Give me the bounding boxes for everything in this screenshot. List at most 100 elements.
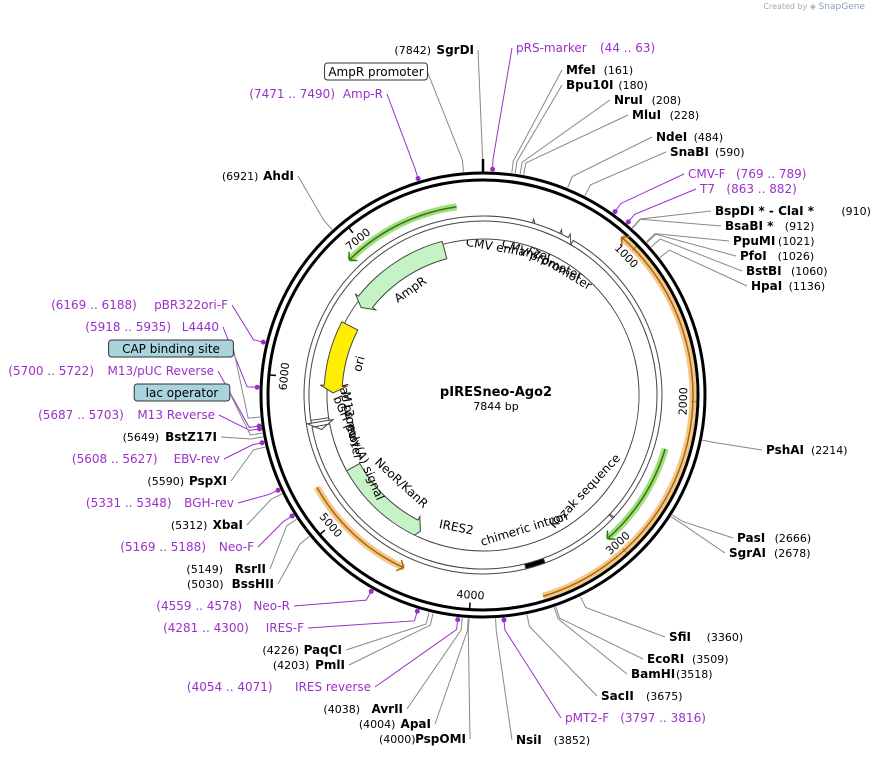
snapgene-logo-icon: ◈ bbox=[809, 2, 817, 11]
primer-pmt2-f-marker bbox=[501, 617, 507, 623]
feature-label-ori: ori bbox=[350, 355, 367, 374]
site-pasi: PasI (2666) bbox=[737, 531, 811, 545]
primer-amp-r-marker bbox=[415, 176, 421, 182]
feature-ori bbox=[320, 321, 359, 394]
site-avrii: AvrII(4038) bbox=[323, 702, 403, 716]
tick-label-2000: 2000 bbox=[676, 387, 690, 415]
site-mfei: MfeI(161) bbox=[566, 63, 633, 77]
primer-cmv-f-name: CMV-F bbox=[688, 167, 726, 181]
primer-ebv-rev-range: (5608 .. 5627) bbox=[72, 452, 158, 466]
site-pspomi: PspOMI(4000) bbox=[379, 732, 466, 746]
credit: Created by ◈ SnapGene bbox=[763, 2, 865, 12]
primer-prs-marker-marker bbox=[490, 166, 496, 172]
site-ecori-leader bbox=[555, 606, 644, 660]
site-mfei-pos: (161) bbox=[604, 64, 634, 77]
primer-t7: T7(863 .. 882) bbox=[625, 182, 797, 225]
primer-cmv-f-leader bbox=[613, 173, 685, 214]
site-avrii-leader bbox=[406, 617, 463, 710]
primer-t7-range: (863 .. 882) bbox=[726, 182, 796, 196]
primer-ebv-rev-name: EBV-rev bbox=[174, 452, 220, 466]
primer-ires-reverse-marker bbox=[455, 617, 461, 623]
site-xbai-name: XbaI bbox=[213, 518, 243, 532]
primer-amp-r: Amp-R(7471 .. 7490) bbox=[249, 87, 421, 182]
site-bamhi: BamHI(3518) bbox=[631, 667, 713, 681]
primer-prs-marker-name: pRS-marker bbox=[516, 41, 587, 55]
site-sgrdi: SgrDI (7842) bbox=[394, 43, 474, 57]
feature-label-ires2: IRES2 bbox=[438, 517, 475, 538]
site-sfii: SfiI(3360) bbox=[669, 630, 743, 644]
site-pfoi-pos: (1026) bbox=[778, 250, 815, 263]
credit-prefix: Created by bbox=[763, 2, 808, 11]
site-pshai-name: PshAI bbox=[766, 443, 804, 457]
site-ppumi-leader bbox=[646, 233, 730, 243]
primer-ires-reverse: IRES reverse (4054 .. 4071) bbox=[187, 617, 461, 694]
primer-cmv-f-marker bbox=[612, 209, 618, 215]
site-bsshii-pos: (5030) bbox=[187, 578, 224, 591]
primer-prs-marker-range: (44 .. 63) bbox=[600, 41, 655, 55]
primer-ebv-rev-leader bbox=[223, 441, 265, 460]
site-sgrai-pos: (2678) bbox=[774, 547, 811, 560]
site-pmli: PmlI(4203) bbox=[273, 658, 345, 672]
orf-arc-0 bbox=[542, 236, 694, 597]
site-nrui-leader bbox=[519, 99, 611, 175]
site-pasi-name: PasI bbox=[737, 531, 765, 545]
site-sgrdi-name: SgrDI bbox=[436, 43, 474, 57]
site-ppumi-pos: (1021) bbox=[778, 235, 815, 248]
site-ndei-leader bbox=[567, 136, 653, 188]
site-ppumi-name: PpuMI bbox=[733, 234, 775, 248]
site-bstbi-pos: (1060) bbox=[791, 265, 828, 278]
primer-amp-r-leader bbox=[386, 93, 420, 181]
primer-neo-f-leader bbox=[257, 514, 295, 548]
site-pmli-leader bbox=[348, 613, 434, 666]
site-bpu10i-pos: (180) bbox=[618, 79, 648, 92]
site-sfii-leader bbox=[580, 596, 666, 638]
primer-pbr322ori-f-range: (6169 .. 6188) bbox=[51, 298, 137, 312]
boxed-feature-lac-operator-leader bbox=[229, 392, 263, 436]
site-ecori-name: EcoRI bbox=[647, 652, 684, 666]
site-ahdi: AhdI(6921) bbox=[222, 169, 294, 183]
site-sacii-pos: (3675) bbox=[646, 690, 683, 703]
orf-arc-1 bbox=[316, 486, 404, 569]
site-ndei-pos: (484) bbox=[694, 131, 724, 144]
primer-neo-r-name: Neo-R bbox=[253, 599, 290, 613]
orf-arrows bbox=[313, 203, 697, 600]
site-bsabi-pos: (912) bbox=[785, 220, 815, 233]
site-pasi-pos: (2666) bbox=[775, 532, 812, 545]
primer-neo-f: Neo-F (5169 .. 5188) bbox=[120, 513, 295, 554]
site-pshai-leader bbox=[702, 439, 763, 451]
site-pfoi: PfoI(1026) bbox=[740, 249, 814, 263]
primer-ires-reverse-name: IRES reverse bbox=[295, 680, 371, 694]
site-ahdi-pos: (6921) bbox=[222, 170, 259, 183]
primer-pmt2-f-range: (3797 .. 3816) bbox=[620, 711, 706, 725]
site-bstz17i-name: BstZ17I bbox=[165, 430, 217, 444]
primer-neo-f-range: (5169 .. 5188) bbox=[120, 540, 206, 554]
site-rsrii: RsrII(5149) bbox=[186, 562, 266, 576]
site-nrui: NruI(208) bbox=[614, 93, 681, 107]
site-pspomi-leader bbox=[467, 618, 471, 740]
site-sgrai: SgrAI(2678) bbox=[729, 546, 811, 560]
site-ndei: NdeI(484) bbox=[656, 130, 723, 144]
boxed-feature-ampr-promoter: AmpR promoter bbox=[324, 62, 428, 81]
site-pspxi-name: PspXI bbox=[189, 474, 227, 488]
orf-head-1 bbox=[395, 559, 405, 572]
site-bspdi-clai-pos: (910) bbox=[841, 205, 871, 218]
site-bsabi-name: BsaBI * bbox=[725, 219, 774, 233]
site-bpu10i-name: Bpu10I bbox=[566, 78, 613, 92]
site-pmli-name: PmlI bbox=[315, 658, 345, 672]
site-sfii-name: SfiI bbox=[669, 630, 691, 644]
site-avrii-name: AvrII bbox=[371, 702, 403, 716]
site-bsshii: BssHII(5030) bbox=[187, 577, 274, 591]
site-nsii-name: NsiI bbox=[516, 733, 542, 747]
primer-neo-f-name: Neo-F bbox=[219, 540, 254, 554]
site-nsii: NsiI(3852) bbox=[516, 733, 590, 747]
site-bstz17i: BstZ17I(5649) bbox=[123, 430, 217, 444]
site-hpai: HpaI(1136) bbox=[751, 279, 825, 293]
site-mlui: MluI(228) bbox=[632, 108, 699, 122]
site-sgrdi-pos: (7842) bbox=[394, 44, 431, 57]
primer-ires-reverse-range: (4054 .. 4071) bbox=[187, 680, 273, 694]
site-paqci-pos: (4226) bbox=[262, 644, 299, 657]
site-pasi-leader bbox=[671, 514, 734, 539]
primer-m13-puc-reverse: M13/pUC Reverse(5700 .. 5722) bbox=[8, 364, 262, 429]
primer-ires-f-name: IRES-F bbox=[266, 621, 304, 635]
